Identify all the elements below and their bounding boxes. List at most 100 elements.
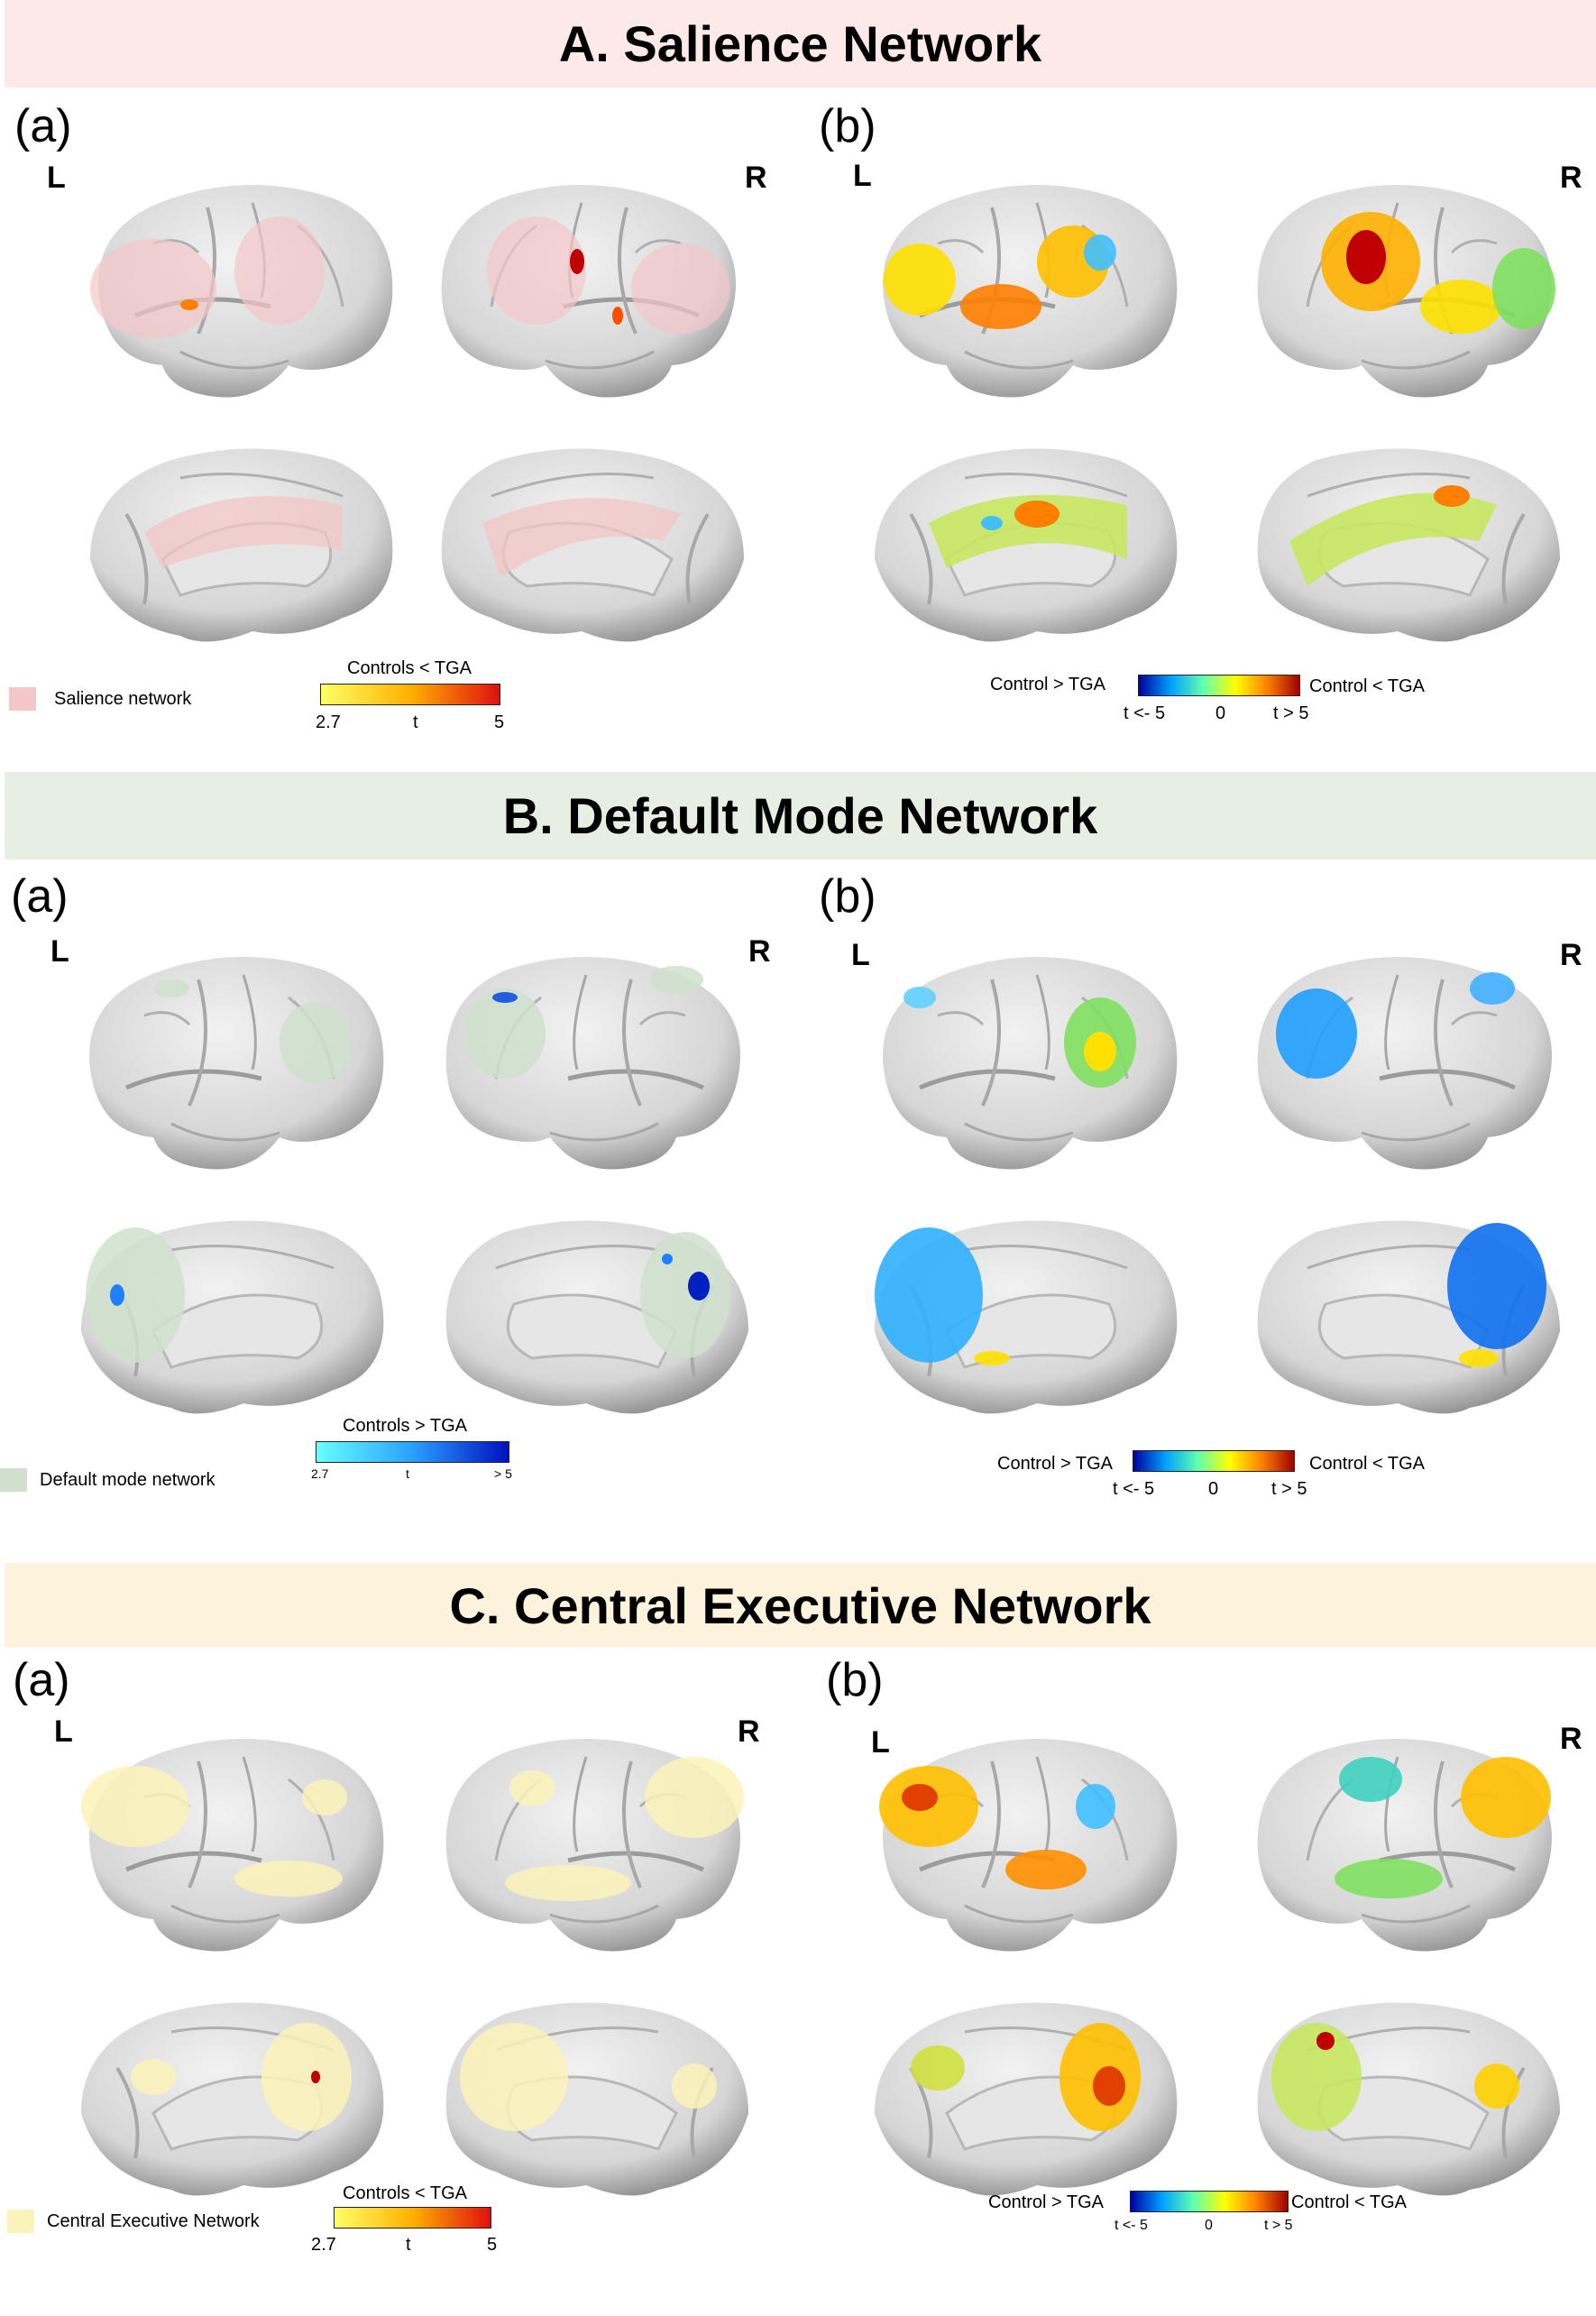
panel-a-label: (a) <box>11 870 69 923</box>
brain-right-medial <box>444 2000 750 2198</box>
section-salience: A. Salience Network (a) (b) L R L R <box>0 0 1596 753</box>
colorbar-mid: t <box>413 712 418 732</box>
activation-blob <box>1470 972 1515 1005</box>
network-overlay <box>640 1232 730 1358</box>
diverging-right-label: Control < TGA <box>1309 1454 1426 1474</box>
diverging-tick-mid: 0 <box>1208 1479 1219 1499</box>
activation-blob <box>960 284 1041 329</box>
network-overlay <box>649 966 703 993</box>
network-overlay <box>153 979 189 997</box>
brain-left-lateral <box>857 943 1199 1187</box>
network-overlay <box>482 498 681 577</box>
network-overlay <box>672 2063 717 2109</box>
brain-right-medial <box>444 1218 750 1416</box>
brain-right-lateral <box>424 1725 744 1969</box>
activation-blob <box>903 987 936 1008</box>
brain-left-medial <box>79 2000 386 2198</box>
network-legend-swatch <box>0 1468 27 1492</box>
colorbar-diverging <box>1130 2191 1289 2212</box>
colorbar-title: Controls < TGA <box>343 2183 468 2203</box>
network-overlay <box>505 1865 631 1901</box>
brain-left-medial <box>79 1218 386 1416</box>
brain-left-lateral <box>63 943 406 1187</box>
network-overlay <box>280 1002 352 1083</box>
colorbar-min: 2.7 <box>311 2235 336 2255</box>
activation-blob <box>1093 2066 1125 2106</box>
activation-blob <box>929 494 1127 568</box>
diverging-tick-min: t <- 5 <box>1114 2218 1148 2233</box>
activation-blob <box>1434 485 1470 507</box>
activation-blob <box>570 249 584 274</box>
left-hemisphere-label: L <box>47 161 66 195</box>
activation-blob <box>1335 1859 1443 1898</box>
left-hemisphere-label: L <box>54 1714 73 1749</box>
network-overlay <box>464 988 546 1079</box>
brain-right-lateral <box>1235 171 1555 415</box>
colorbar-hot <box>334 2207 491 2229</box>
diverging-tick-max: t > 5 <box>1273 703 1309 723</box>
colorbar-max: 5 <box>494 712 505 732</box>
network-overlay <box>81 1766 189 1847</box>
brain-left-medial <box>88 446 395 644</box>
right-hemisphere-label: R <box>748 934 771 969</box>
activation-blob <box>902 1784 938 1811</box>
diverging-tick-max: t > 5 <box>1271 1479 1307 1499</box>
left-hemisphere-label: L <box>50 934 69 969</box>
network-legend-label: Default mode network <box>40 1470 216 1490</box>
diverging-right-label: Control < TGA <box>1291 2192 1408 2212</box>
activation-blob <box>884 244 956 316</box>
network-legend-label: Salience network <box>54 689 192 709</box>
section-header: B. Default Mode Network <box>5 772 1596 859</box>
network-overlay <box>261 2023 352 2131</box>
section-central-executive: C. Central Executive Network (a) (b) L R… <box>0 1563 1596 2316</box>
diverging-tick-min: t <- 5 <box>1113 1479 1155 1499</box>
brain-right-medial <box>1255 2000 1562 2198</box>
activation-blob <box>688 1272 710 1300</box>
activation-blob <box>1346 230 1386 284</box>
right-hemisphere-label: R <box>1560 1722 1582 1756</box>
brain-right-lateral <box>419 171 762 415</box>
activation-blob <box>1084 1032 1116 1071</box>
colorbar-hot <box>320 684 500 705</box>
network-overlay <box>131 2059 176 2095</box>
colorbar-diverging <box>1138 675 1300 696</box>
colorbar-min: 2.7 <box>316 712 341 732</box>
network-overlay <box>90 239 216 338</box>
left-hemisphere-label: L <box>871 1725 890 1760</box>
network-overlay <box>487 216 586 325</box>
right-hemisphere-label: R <box>1560 938 1582 972</box>
left-hemisphere-label: L <box>851 938 870 972</box>
colorbar-diverging <box>1133 1450 1295 1472</box>
network-overlay <box>509 1770 555 1806</box>
brain-right-medial <box>439 446 746 644</box>
network-overlay <box>460 2023 568 2131</box>
diverging-right-label: Control < TGA <box>1309 676 1426 696</box>
right-hemisphere-label: R <box>745 161 767 195</box>
activation-blob <box>110 1284 124 1306</box>
diverging-tick-min: t <- 5 <box>1124 703 1166 723</box>
activation-blob <box>1459 1349 1499 1367</box>
activation-blob <box>492 992 518 1003</box>
activation-blob <box>911 2045 965 2091</box>
activation-blob <box>1289 492 1497 586</box>
colorbar-cool <box>316 1441 509 1463</box>
panel-b-label: (b) <box>819 870 876 923</box>
activation-blob <box>1014 501 1059 528</box>
activation-blob <box>1084 234 1116 271</box>
network-overlay <box>645 1757 744 1838</box>
section-default-mode: B. Default Mode Network (a) (b) L R L R <box>0 772 1596 1525</box>
colorbar-title: Controls > TGA <box>343 1416 468 1436</box>
brain-right-medial <box>1255 1218 1562 1416</box>
activation-blob <box>1276 988 1357 1079</box>
brain-right-lateral <box>1235 943 1578 1187</box>
colorbar-max: > 5 <box>494 1466 512 1481</box>
brain-left-medial <box>873 2000 1179 2198</box>
brain-right-medial <box>1255 446 1562 644</box>
colorbar-mid: t <box>406 2235 411 2255</box>
network-overlay <box>234 1861 343 1897</box>
brain-left-lateral <box>857 171 1199 415</box>
network-legend-swatch <box>9 687 36 711</box>
activation-blob <box>180 299 198 310</box>
network-legend-label: Central Executive Network <box>47 2211 260 2231</box>
network-overlay <box>631 244 730 334</box>
